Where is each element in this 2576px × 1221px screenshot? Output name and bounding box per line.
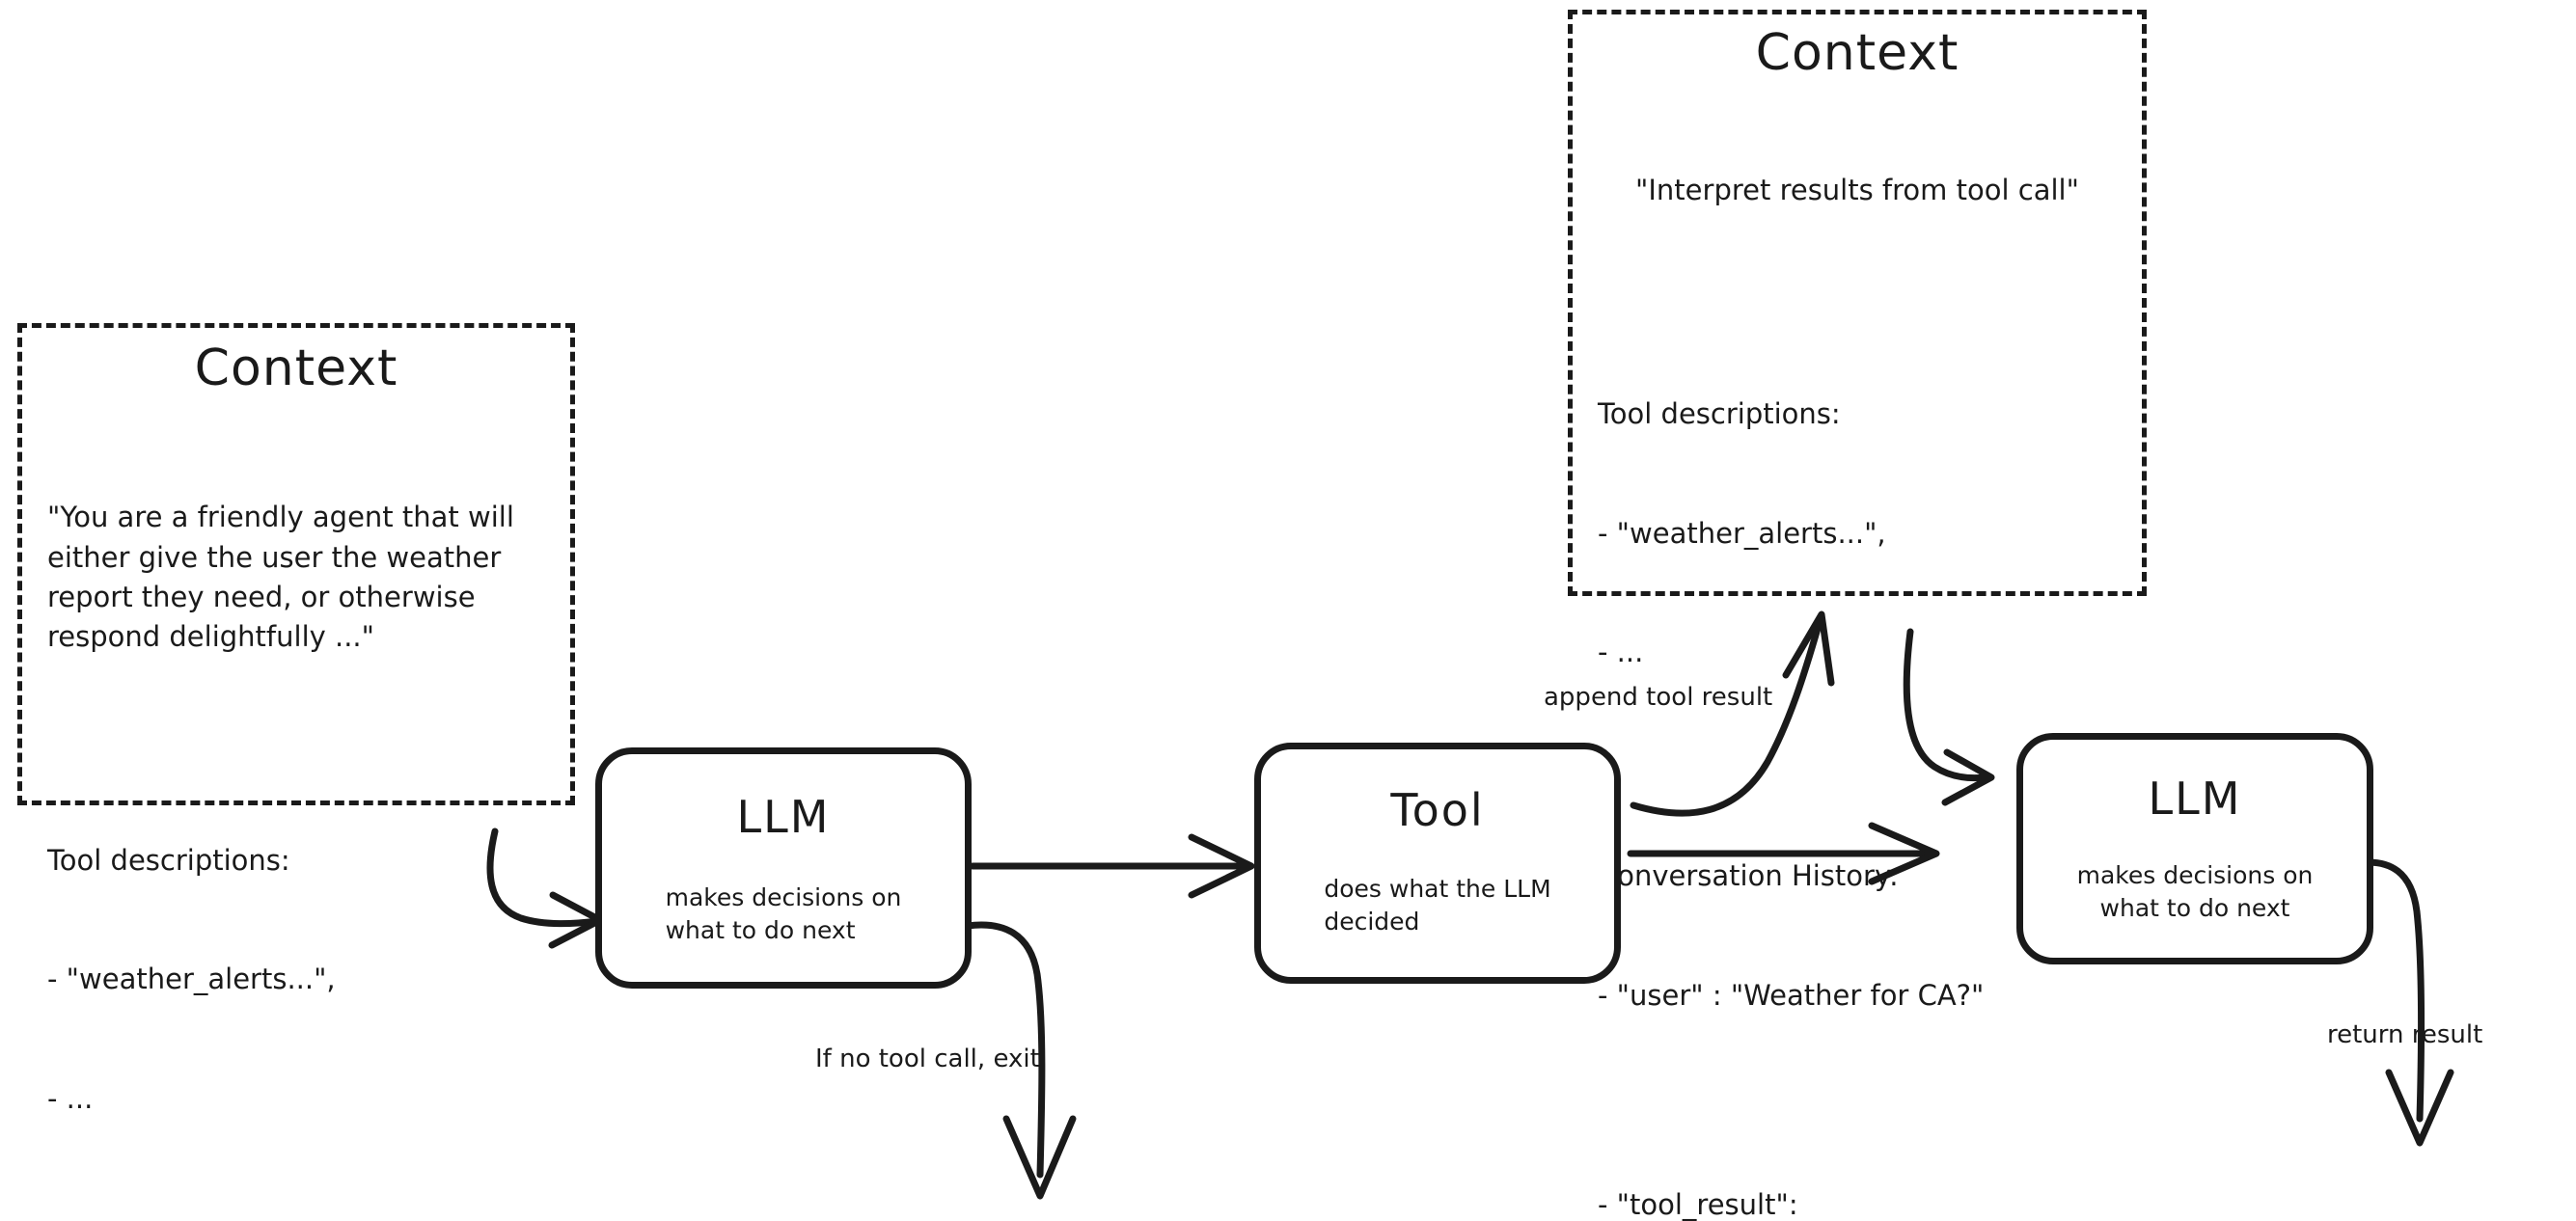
- node-llm-left-subtitle: makes decisions on what to do next: [665, 883, 902, 944]
- right-context-tool-item-2: - ...: [1598, 636, 1644, 669]
- left-context-system-prompt: "You are a friendly agent that will eith…: [47, 501, 524, 653]
- right-context-tools-heading: Tool descriptions:: [1598, 397, 1841, 431]
- right-context-history-item-1: - "user" : "Weather for CA?": [1598, 978, 1985, 1012]
- edge-label-if-no-tool-call-exit: If no tool call, exit: [815, 1045, 1040, 1073]
- right-context-title: Context: [1755, 24, 1959, 82]
- right-context-history-item-2: - "tool_result":: [1598, 1188, 1798, 1221]
- right-context-history-heading: Conversation History:: [1598, 859, 1899, 893]
- spacer: [47, 736, 545, 761]
- left-context-title: Context: [194, 339, 398, 397]
- left-context-tools-heading: Tool descriptions:: [47, 843, 290, 877]
- left-context-tool-item-2: - ...: [47, 1081, 94, 1115]
- node-llm-right-subtitle: makes decisions on what to do next: [2076, 861, 2314, 922]
- edge-label-return-result: return result: [2327, 1020, 2483, 1049]
- right-context-body: "Interpret results from tool call" Tool …: [1598, 92, 2117, 1221]
- right-context-box: Context "Interpret results from tool cal…: [1568, 10, 2147, 1221]
- left-context-box: Context "You are a friendly agent that w…: [17, 323, 575, 1115]
- edge-label-append-tool-result: append tool result: [1544, 683, 1773, 712]
- node-llm-right[interactable]: LLM makes decisions on what to do next: [2016, 733, 2373, 964]
- node-llm-left[interactable]: LLM makes decisions on what to do next: [595, 747, 972, 989]
- spacer: [47, 1198, 545, 1221]
- arrow-llm-left-to-tool: [969, 833, 1255, 899]
- left-context-body: "You are a friendly agent that will eith…: [47, 419, 545, 1221]
- node-llm-right-title: LLM: [2148, 773, 2242, 825]
- left-context-tool-item-1: - "weather_alerts...",: [47, 963, 336, 996]
- right-context-system-prompt: "Interpret results from tool call": [1635, 174, 2079, 207]
- spacer: [1598, 290, 2117, 315]
- spacer: [1598, 1095, 2117, 1106]
- node-tool-subtitle: does what the LLM decided: [1324, 875, 1551, 936]
- right-context-tool-item-1: - "weather_alerts...",: [1598, 516, 1886, 550]
- node-llm-left-title: LLM: [736, 791, 831, 843]
- node-tool-title: Tool: [1390, 784, 1485, 836]
- node-tool[interactable]: Tool does what the LLM decided: [1254, 743, 1621, 984]
